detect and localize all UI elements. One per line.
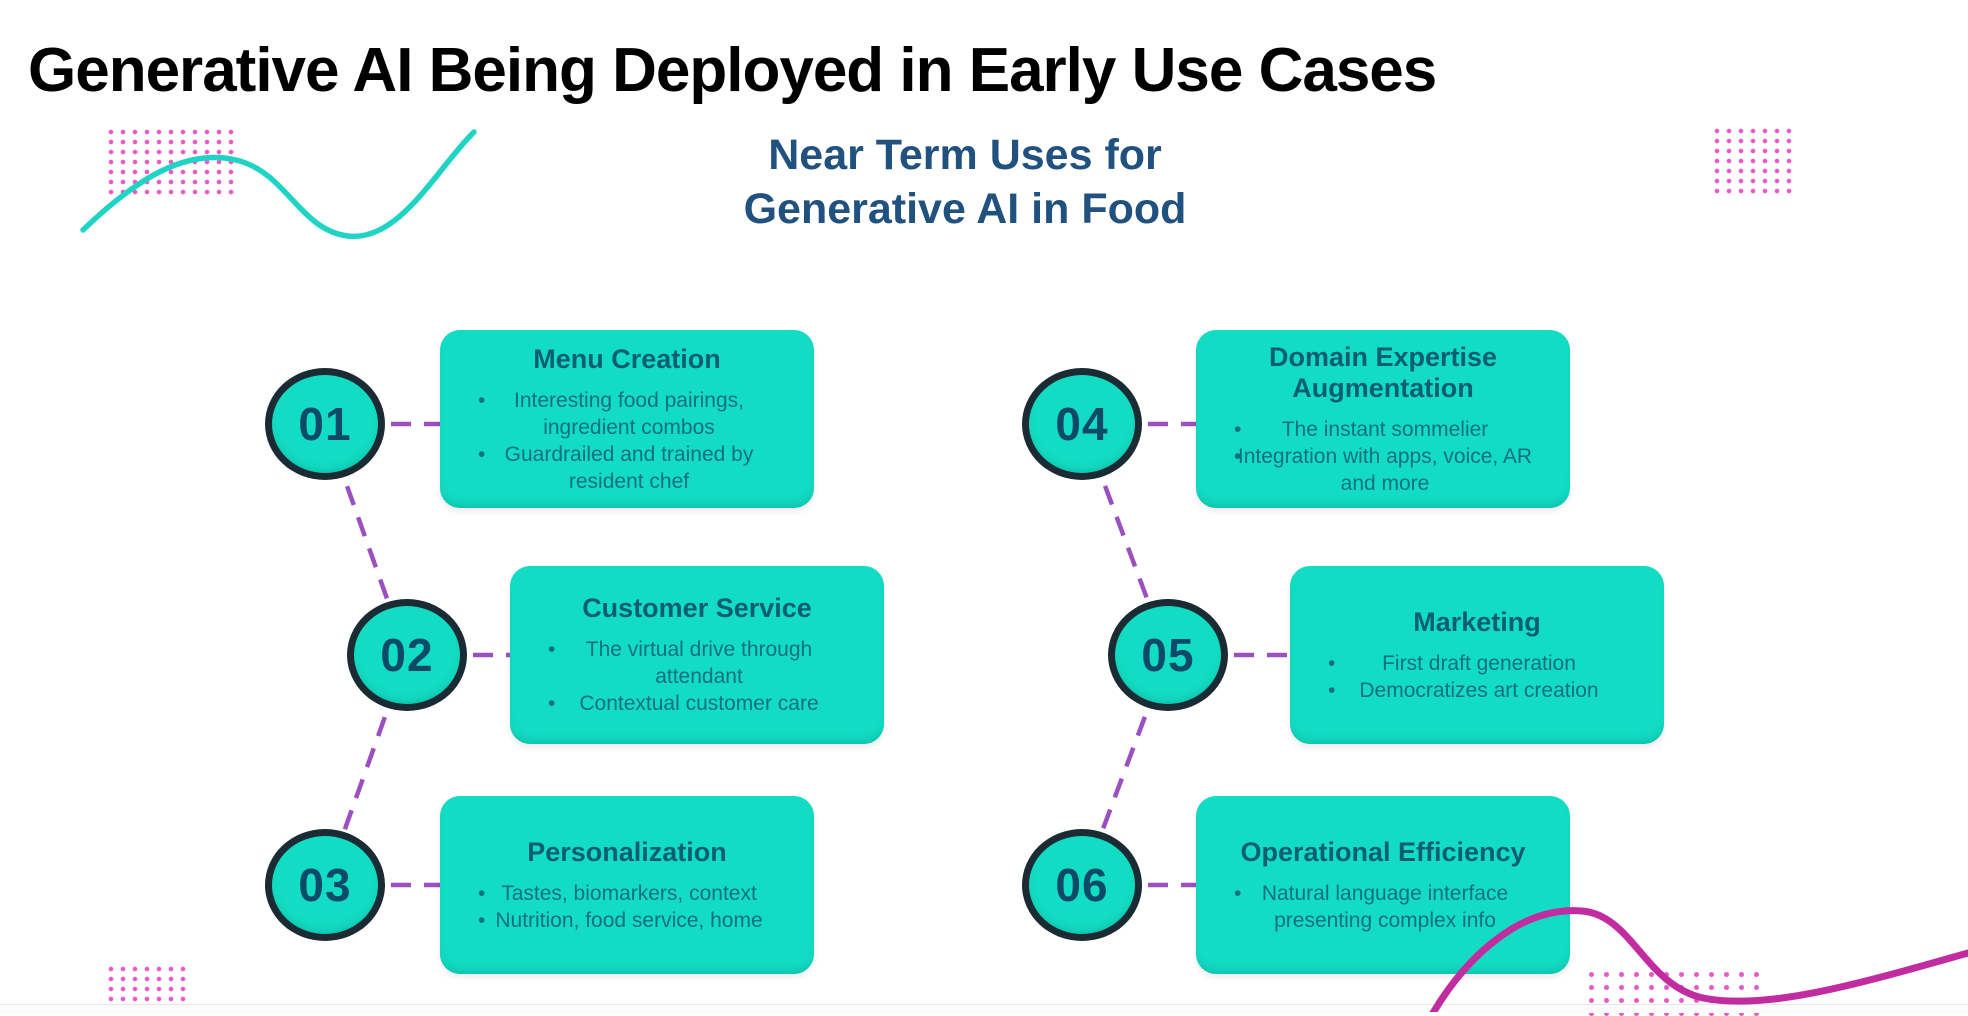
card-bullet-list: •The instant sommelier •Integration with… (1220, 416, 1546, 497)
bullet-dot-icon: • (1328, 651, 1336, 675)
bullet-dot-icon: • (478, 442, 486, 466)
card-bullet-list: •First draft generation •Democratizes ar… (1314, 650, 1640, 704)
card-bullet: •Integration with apps, voice, AR and mo… (1234, 444, 1533, 495)
card-bullet-list: •Tastes, biomarkers, context •Nutrition,… (464, 880, 790, 934)
card-title: Operational Efficiency (1240, 836, 1526, 867)
bullet-dot-icon: • (478, 908, 486, 932)
bullet-dot-icon: • (1234, 444, 1242, 468)
card-bullet-list: •Interesting food pairings, ingredient c… (464, 387, 790, 495)
step-circle-05: 05 (1108, 599, 1228, 711)
card-customer-service: Customer Service •The virtual drive thro… (510, 566, 884, 744)
step-number: 06 (1055, 859, 1109, 911)
card-menu-creation: Menu Creation •Interesting food pairings… (440, 330, 814, 508)
card-bullet: •Nutrition, food service, home (478, 908, 763, 932)
card-title: Menu Creation (533, 343, 721, 374)
card-bullet: •Interesting food pairings, ingredient c… (478, 388, 744, 439)
card-marketing: Marketing •First draft generation •Democ… (1290, 566, 1664, 744)
card-bullet: •The virtual drive through attendant (548, 638, 813, 688)
diagram-title-line1: Near Term Uses for (768, 131, 1162, 179)
card-operational-efficiency: Operational Efficiency •Natural language… (1196, 796, 1570, 974)
card-bullet: •Contextual customer care (548, 692, 819, 715)
bullet-dot-icon: • (478, 881, 486, 905)
card-title: Personalization (527, 836, 727, 867)
bullet-dot-icon: • (1328, 678, 1336, 702)
dot-grid-bottom-left-decoration (105, 964, 191, 1010)
bullet-dot-icon: • (478, 388, 486, 412)
card-title: Customer Service (582, 593, 812, 623)
step-number: 04 (1055, 398, 1109, 450)
card-bullet: •Guardrailed and trained by resident che… (478, 442, 754, 493)
page-title: Generative AI Being Deployed in Early Us… (28, 35, 1437, 105)
step-number: 03 (298, 859, 352, 911)
card-personalization: Personalization •Tastes, biomarkers, con… (440, 796, 814, 974)
card-bullet: •Natural language interface presenting c… (1234, 881, 1509, 932)
card-domain-expertise-augmentation: Domain Expertise Augmentation •The insta… (1196, 330, 1570, 508)
step-circle-06: 06 (1022, 829, 1142, 941)
step-number: 05 (1141, 629, 1195, 681)
bullet-dot-icon: • (1234, 417, 1242, 441)
step-circle-04: 04 (1022, 368, 1142, 480)
card-bullet-list: •Natural language interface presenting c… (1220, 880, 1546, 934)
bullet-dot-icon: • (1234, 881, 1242, 905)
bullet-dot-icon: • (548, 692, 556, 715)
card-bullet: •Tastes, biomarkers, context (478, 881, 757, 905)
card-bullet: •Democratizes art creation (1328, 678, 1599, 702)
card-title: Marketing (1413, 606, 1541, 637)
dot-grid-top-left-decoration (105, 127, 239, 199)
step-number: 02 (380, 629, 434, 681)
step-number: 01 (298, 398, 352, 450)
card-title: Domain Expertise Augmentation (1268, 341, 1498, 403)
card-bullet-list: •The virtual drive through attendant •Co… (534, 636, 860, 717)
card-bullet: •First draft generation (1328, 651, 1576, 675)
step-circle-02: 02 (347, 599, 467, 711)
slide-bottom-edge (0, 1004, 1968, 1013)
step-circle-01: 01 (265, 368, 385, 480)
step-circle-03: 03 (265, 829, 385, 941)
card-bullet: •The instant sommelier (1234, 417, 1489, 441)
diagram-title: Near Term Uses for Generative AI in Food (744, 128, 1187, 236)
diagram-title-line2: Generative AI in Food (743, 185, 1187, 233)
dot-grid-top-right-decoration (1711, 126, 1797, 198)
bullet-dot-icon: • (548, 638, 556, 661)
